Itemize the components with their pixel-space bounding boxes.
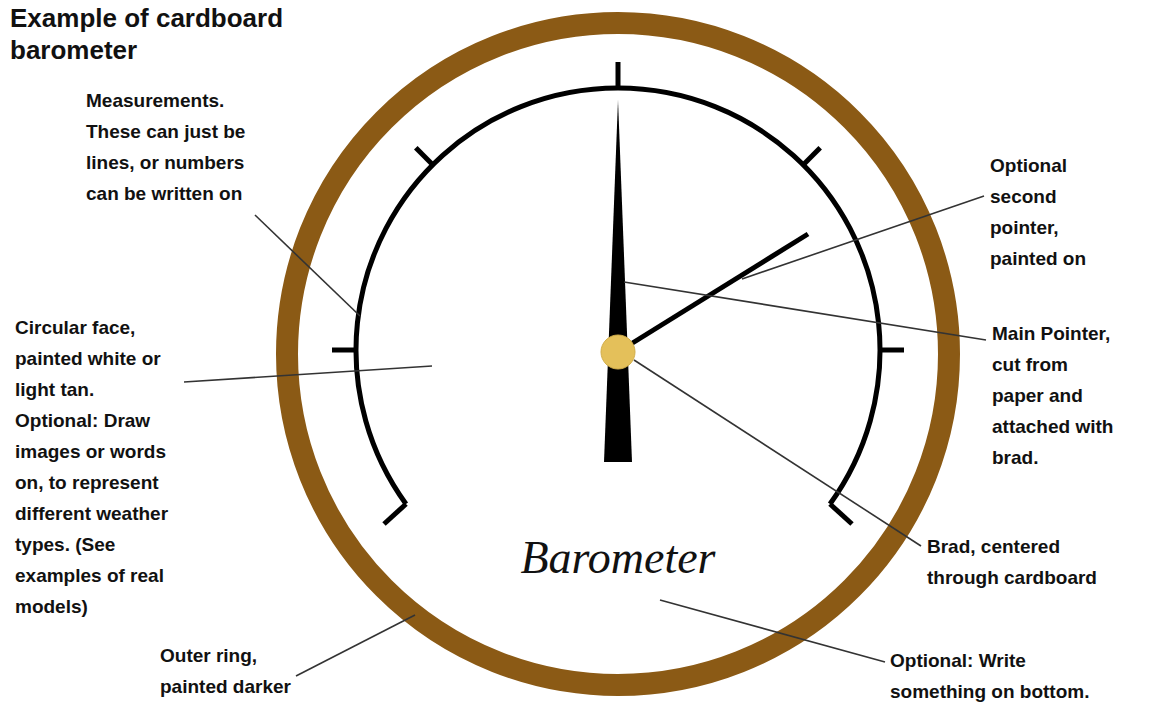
callout-label: Outer ring, painted darker bbox=[160, 640, 310, 702]
callout-label: Measurements. These can just be lines, o… bbox=[86, 85, 281, 209]
scale-arc bbox=[356, 88, 880, 504]
leader-line bbox=[624, 282, 986, 340]
face-inscription: Barometer bbox=[418, 532, 818, 584]
callout-label: Circular face, painted white or light ta… bbox=[15, 312, 181, 622]
scale-tick bbox=[803, 148, 820, 165]
leader-line bbox=[634, 360, 921, 546]
outer-ring bbox=[287, 23, 949, 685]
brad bbox=[601, 335, 635, 369]
scale-tick bbox=[880, 348, 904, 353]
diagram-title: Example of cardboard barometer bbox=[10, 2, 350, 66]
scale-tick bbox=[616, 62, 621, 88]
scale-tick bbox=[332, 348, 356, 353]
leader-line bbox=[296, 615, 415, 676]
scale-tick bbox=[416, 148, 433, 165]
main-pointer bbox=[604, 100, 632, 462]
leader-line bbox=[660, 600, 885, 662]
scale-tick bbox=[384, 504, 406, 524]
leader-line bbox=[742, 196, 984, 279]
callout-label: Optional second pointer, painted on bbox=[990, 150, 1105, 274]
callout-label: Main Pointer, cut from paper and attache… bbox=[992, 318, 1117, 473]
scale-ticks bbox=[332, 62, 904, 524]
callout-label: Optional: Write something on bottom. bbox=[890, 645, 1100, 707]
callout-label: Brad, centered through cardboard bbox=[927, 531, 1117, 593]
leader-lines bbox=[184, 196, 986, 676]
leader-line bbox=[255, 215, 360, 316]
leader-line bbox=[184, 366, 432, 382]
scale-tick bbox=[830, 504, 852, 524]
second-pointer bbox=[618, 234, 808, 352]
